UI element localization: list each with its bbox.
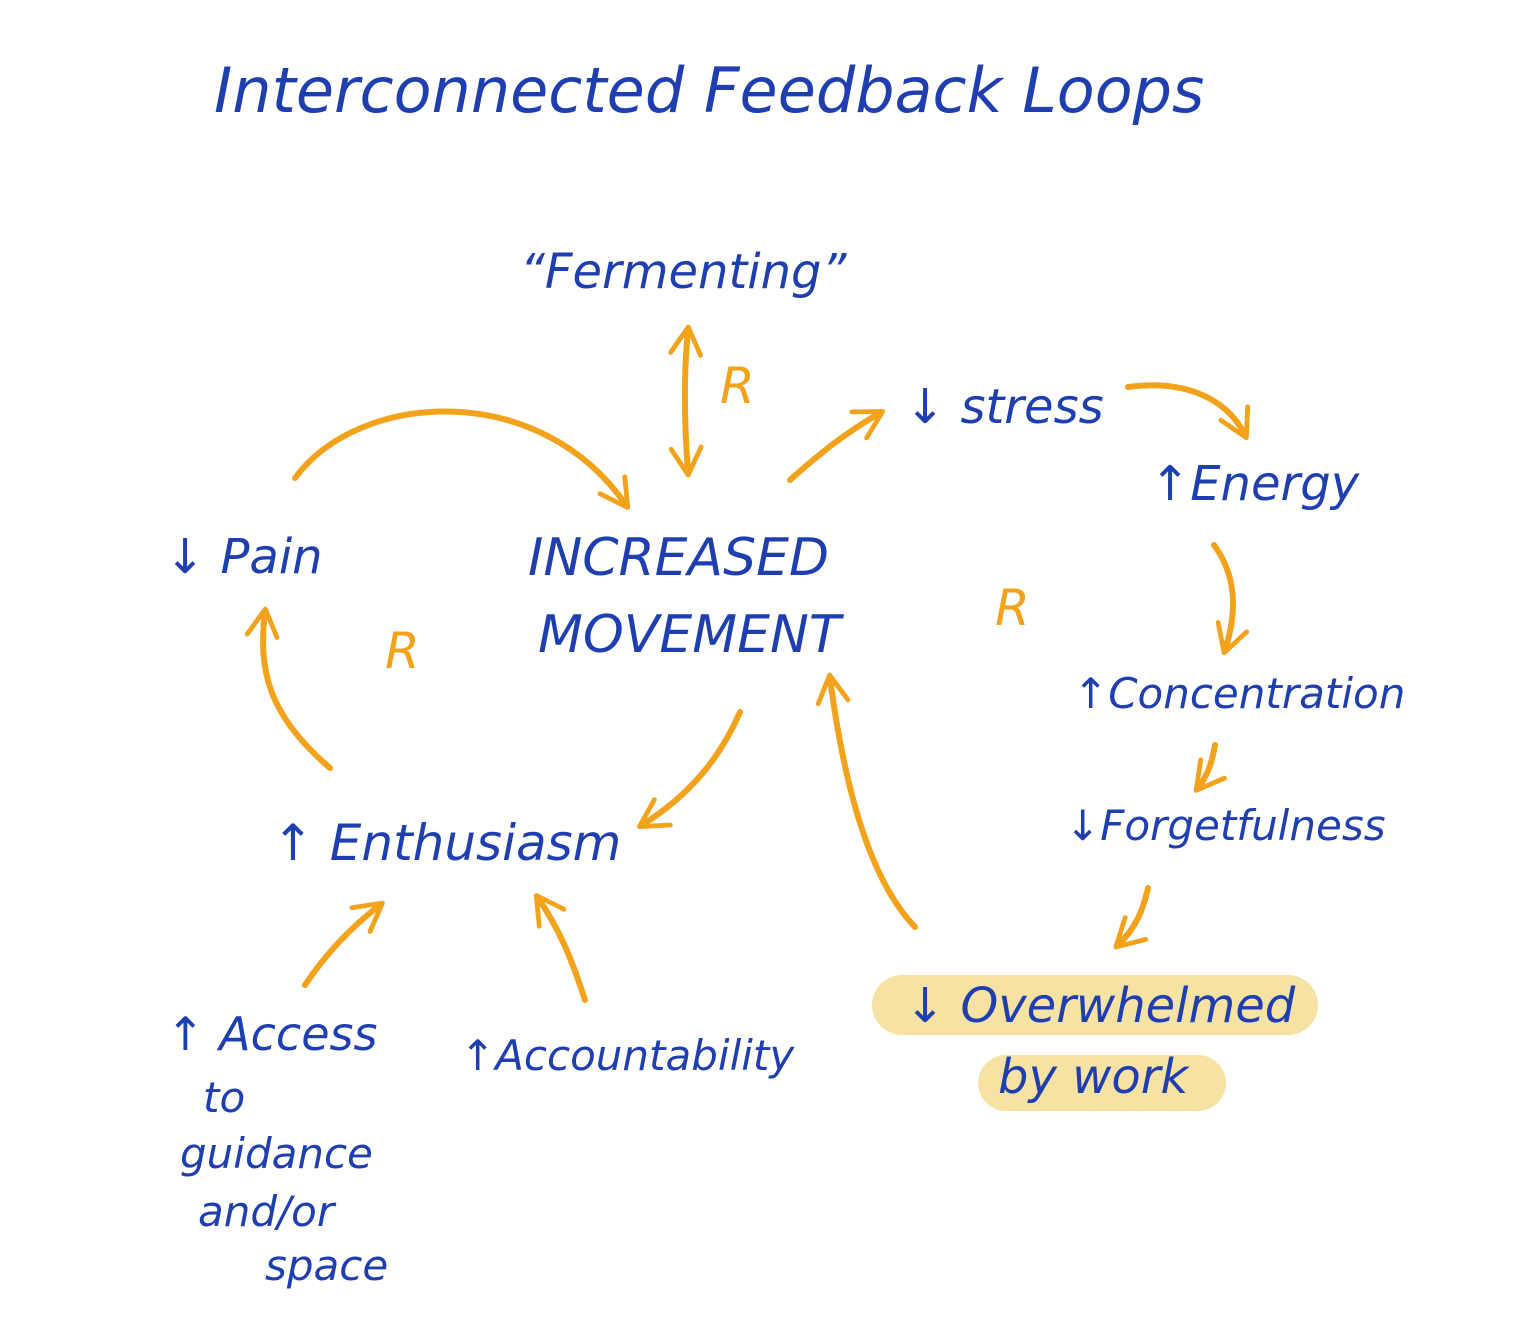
node-pain: ↓ Pain [165, 529, 323, 585]
node-movement: MOVEMENT [538, 605, 845, 665]
arrow-pain-to-movement [292, 408, 631, 510]
node-access-line1: ↑ Access [166, 1007, 377, 1061]
node-access-line4: and/or [198, 1187, 337, 1236]
node-overwhelmed-line2: by work [998, 1049, 1190, 1105]
highlight-overwhelmed [872, 975, 1318, 1035]
loop-label-top: R [720, 357, 755, 415]
arrow-forgetfulness-to-overwhelmed [1113, 885, 1151, 950]
node-enthusiasm: ↑ Enthusiasm [272, 814, 621, 872]
node-stress: ↓ stress [905, 379, 1104, 435]
node-forgetfulness: ↓Forgetfulness [1065, 801, 1386, 850]
arrow-access-to-enthusiasm [302, 900, 385, 988]
arrow-concentration-to-forgetfulness [1193, 742, 1227, 793]
node-accountability: ↑Accountability [460, 1031, 795, 1080]
arrow-movement-to-stress [787, 409, 886, 483]
arrow-enthusiasm-to-pain [244, 606, 333, 771]
arrow-overwhelmed-to-movement [815, 672, 918, 930]
node-access-line2: to [203, 1073, 245, 1122]
diagram-title: Interconnected Feedback Loops [214, 54, 1204, 127]
arrow-movement-to-enthusiasm [637, 709, 743, 829]
node-energy: ↑Energy [1150, 456, 1360, 512]
node-overwhelmed-line1: ↓ Overwhelmed [905, 978, 1296, 1034]
node-increased: INCREASED [528, 528, 829, 588]
arrow-stress-to-energy [1125, 382, 1251, 441]
arrow-accountability-to-enthusiasm [533, 893, 588, 1003]
node-access-line3: guidance [180, 1129, 373, 1178]
node-concentration: ↑Concentration [1073, 669, 1405, 718]
loop-label-left: R [385, 622, 420, 680]
loop-label-right: R [995, 579, 1030, 637]
node-fermenting: “Fermenting” [520, 244, 848, 300]
node-access-line5: space [265, 1241, 388, 1290]
arrow-fermenting-movement [668, 324, 704, 478]
highlight-by-work [978, 1055, 1226, 1111]
arrow-energy-to-concentration [1211, 542, 1250, 656]
